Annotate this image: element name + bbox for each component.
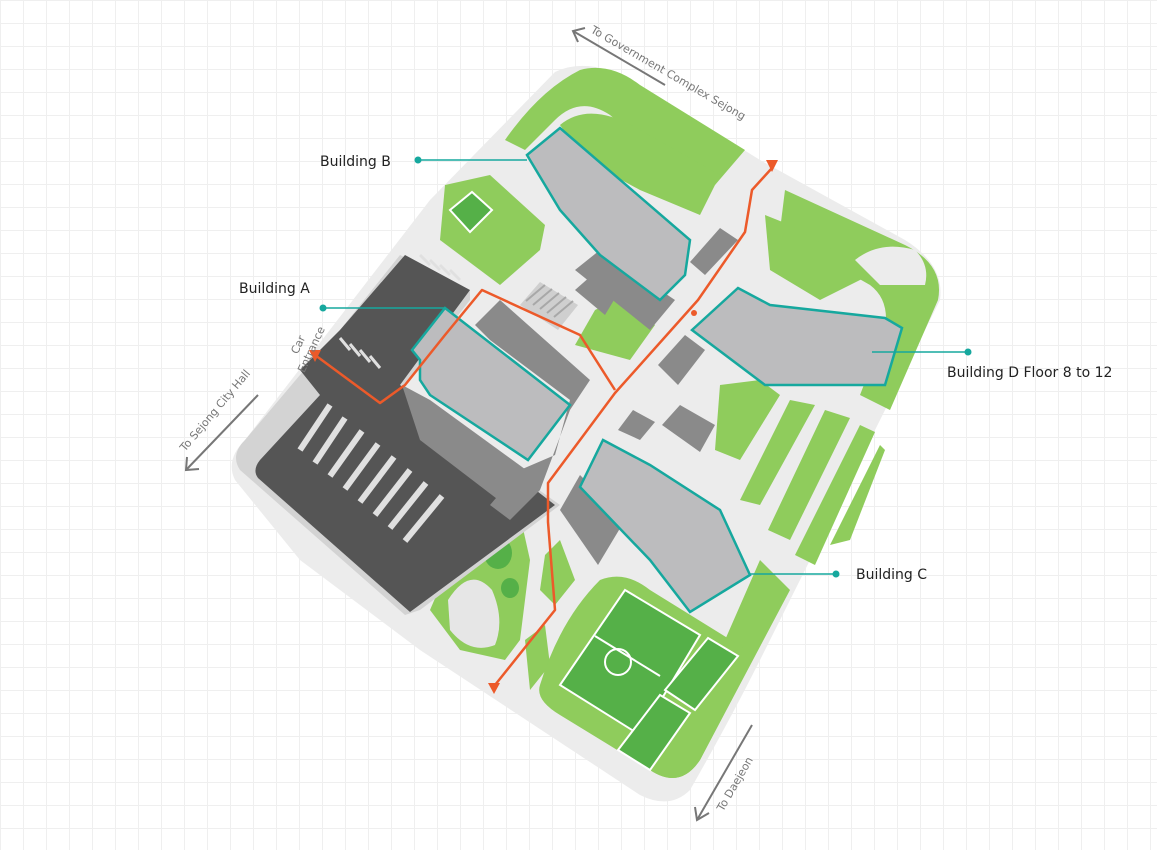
grass-area bbox=[715, 380, 780, 460]
route-dot bbox=[691, 310, 697, 316]
leader-dot-icon bbox=[964, 348, 972, 356]
soccer-field bbox=[616, 693, 692, 772]
label-building-c: Building C bbox=[856, 567, 927, 583]
route-marker-icon bbox=[309, 350, 321, 362]
arrow-icon bbox=[184, 456, 200, 472]
grass-area bbox=[765, 215, 870, 300]
field-center bbox=[604, 648, 632, 676]
grass-area bbox=[540, 540, 575, 605]
arrow-icon bbox=[694, 806, 710, 822]
car-route bbox=[314, 288, 617, 405]
building-shadow bbox=[618, 410, 655, 440]
building-shadow bbox=[658, 335, 705, 385]
arrow-icon bbox=[572, 30, 666, 86]
building-shadow bbox=[560, 475, 625, 565]
leader-dot-icon bbox=[414, 156, 422, 164]
label-building-d: Building D Floor 8 to 12 bbox=[947, 365, 1112, 381]
arrow-icon bbox=[185, 394, 259, 471]
leader-building-c bbox=[750, 570, 840, 578]
parking-stripes bbox=[338, 253, 462, 369]
soccer-field bbox=[663, 636, 740, 712]
grass-area bbox=[560, 113, 720, 215]
building-shadow bbox=[690, 228, 738, 275]
leader-dot-icon bbox=[832, 570, 840, 578]
arrow-icon bbox=[571, 27, 586, 43]
grass-area bbox=[740, 400, 815, 505]
grass-area bbox=[768, 410, 850, 540]
direction-daejeon-label: To Daejeon bbox=[714, 755, 756, 815]
tree bbox=[501, 578, 519, 598]
grass-area bbox=[855, 246, 927, 285]
walking-route bbox=[494, 167, 773, 686]
grass-area bbox=[795, 425, 875, 565]
field-square bbox=[448, 190, 494, 234]
building-b-shape bbox=[525, 126, 692, 302]
label-building-b: Building B bbox=[320, 154, 391, 170]
parking-asphalt bbox=[255, 255, 555, 612]
building-shadow bbox=[402, 385, 540, 505]
building-a-shape bbox=[410, 306, 572, 462]
leader-building-a bbox=[319, 304, 445, 312]
route-marker-icon bbox=[766, 160, 778, 172]
leader-building-b bbox=[414, 156, 527, 164]
leader-dot-icon bbox=[319, 304, 327, 312]
building-shadow bbox=[475, 300, 590, 520]
building-c-shape bbox=[578, 438, 752, 614]
grass-area bbox=[830, 445, 885, 545]
building-d-shape bbox=[690, 286, 904, 387]
label-building-a: Building A bbox=[239, 281, 310, 297]
leader-building-d bbox=[872, 348, 972, 356]
field-line bbox=[594, 635, 661, 677]
parking-stripes bbox=[297, 403, 445, 543]
building-shadow bbox=[575, 268, 620, 315]
pond bbox=[448, 579, 500, 648]
stairs bbox=[520, 282, 578, 330]
route-marker-icon bbox=[488, 683, 500, 694]
building-shadow bbox=[662, 405, 715, 452]
arrow-icon bbox=[696, 724, 753, 821]
